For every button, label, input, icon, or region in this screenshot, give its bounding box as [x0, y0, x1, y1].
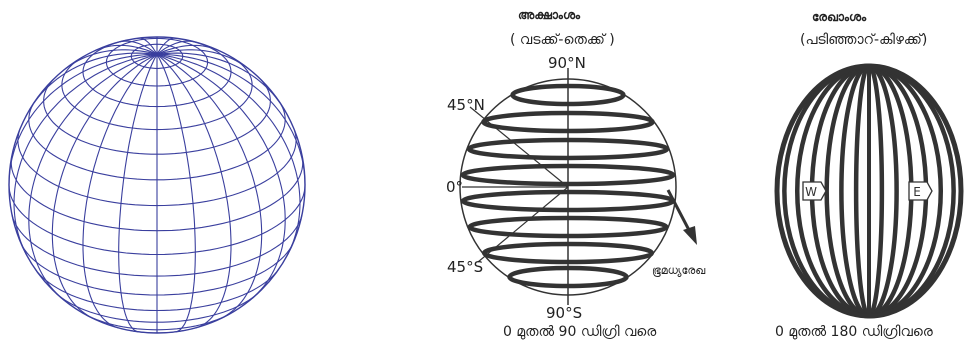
- radius-45n: [469, 106, 569, 188]
- longitude-title: രേഖാംശം: [812, 10, 867, 24]
- latitude-title: അക്ഷാംശം: [518, 8, 581, 22]
- latitude-globe: [459, 68, 697, 305]
- north-pole-label: 90°N: [548, 54, 586, 72]
- west-tag-shape: [802, 181, 827, 201]
- globe-meridian: [82, 53, 158, 329]
- equator-arrowhead: [683, 226, 697, 245]
- east-tag: E: [908, 181, 933, 201]
- lat-45n-label: 45°N: [447, 96, 485, 114]
- globe-meridian: [156, 49, 250, 70]
- globe-meridian: [156, 53, 301, 259]
- globe-meridian: [156, 52, 286, 112]
- globe-meridian: [156, 54, 196, 333]
- lat-45s-label: 45°S: [447, 258, 484, 276]
- globe-meridian: [156, 53, 306, 186]
- west-label: W: [805, 185, 817, 199]
- globe-meridian: [156, 53, 286, 299]
- globe-meridian: [119, 40, 158, 55]
- globe-meridian: [51, 53, 158, 319]
- longitude-range-caption: 0 മുതൽ 180 ഡിഗ്രിവരെ: [775, 324, 933, 340]
- east-label: E: [913, 185, 921, 199]
- globe-meridian: [156, 53, 232, 329]
- equator-degree-label: 0°: [446, 178, 464, 196]
- south-pole-label: 90°S: [546, 304, 583, 322]
- globe-meridian: [139, 37, 158, 55]
- radius-45s: [477, 186, 569, 263]
- globe-meridian: [64, 49, 158, 70]
- globe-meridian: [156, 40, 195, 55]
- latitude-range-caption: 0 മുതൽ 90 ഡിഗ്രി വരെ: [503, 324, 657, 340]
- globe-meridian: [8, 53, 158, 186]
- globe-meridian: [156, 53, 263, 319]
- east-tag-shape: [908, 181, 933, 201]
- globe-meridian: [13, 53, 158, 259]
- west-tag: W: [802, 181, 827, 201]
- wireframe-globe: [8, 36, 306, 334]
- longitude-subtitle: (പടിഞ്ഞാറ്-കിഴക്ക്): [800, 32, 928, 48]
- globe-meridian: [95, 44, 158, 55]
- globe-meridian: [156, 37, 175, 55]
- globe-meridian: [28, 53, 158, 299]
- latitude-subtitle: ( വടക്ക്-തെക്ക് ): [510, 32, 615, 48]
- globe-meridian: [28, 52, 158, 112]
- globe-meridian: [156, 44, 219, 55]
- equator-name-label: ഭൂമധ്യരേഖ: [652, 264, 706, 277]
- globe-meridian: [118, 54, 158, 333]
- equator-pointer-arrow: [666, 189, 692, 233]
